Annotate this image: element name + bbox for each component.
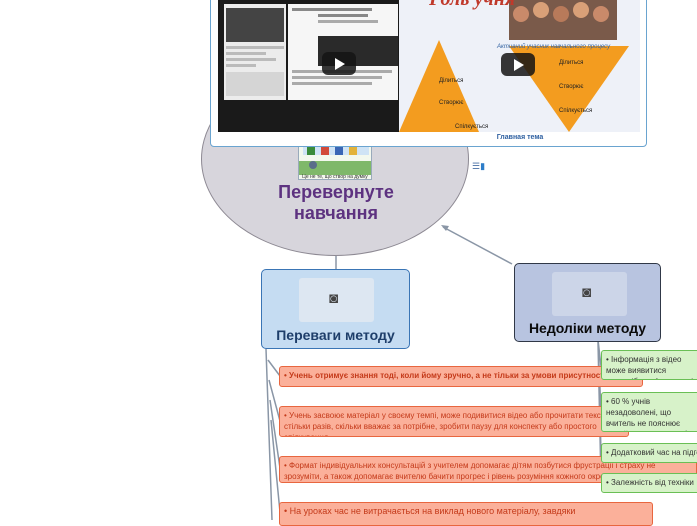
- pyramid-label-4: Створює: [559, 84, 584, 90]
- disadvantage-item-1[interactable]: • Інформація з відео може виявитися непо…: [601, 350, 697, 380]
- disadvantage-item-2[interactable]: • 60 % учнів незадоволені, що вчитель не…: [601, 392, 697, 432]
- camera-icon: ◙: [582, 284, 592, 301]
- thumbnail-caption: Це не те, що створ на думку: [302, 174, 368, 180]
- disadvantages-title: Недоліки методу: [528, 320, 647, 336]
- connector-advantages-leaves: [265, 348, 281, 520]
- disadvantages-topic-node[interactable]: ◙ Недоліки методу: [514, 263, 661, 342]
- central-topic-title: Перевернуте навчання: [278, 182, 394, 223]
- camera-icon: ◙: [329, 290, 339, 307]
- pyramid-label-5: Спілкується: [559, 108, 593, 114]
- video-caption: Главная тема: [496, 134, 544, 141]
- advantage-item-1[interactable]: • Учень отримує знання тоді, коли йому з…: [279, 366, 643, 387]
- connector-arrowhead: [441, 225, 449, 231]
- pyramid-label-6: Спілкується: [455, 124, 489, 130]
- pyramid-label-1: Ділиться: [439, 78, 464, 84]
- pyramid-label-3: Ділиться: [559, 60, 584, 66]
- advantages-image-placeholder[interactable]: ◙: [299, 278, 374, 322]
- advantages-topic-node[interactable]: ◙ Переваги методу: [261, 269, 410, 349]
- connector-center-disadvantages: [442, 226, 513, 265]
- advantages-title: Переваги методу: [276, 327, 395, 343]
- note-book-icons[interactable]: ☰▮: [472, 161, 485, 172]
- disadvantage-item-4[interactable]: • Залежність від техніки: [601, 473, 697, 493]
- book-icon[interactable]: ▮: [480, 161, 486, 171]
- play-button-2[interactable]: [501, 53, 535, 76]
- play-button-1[interactable]: [322, 52, 356, 75]
- video-2-title: Роль учня: [429, 0, 515, 11]
- notes-icon[interactable]: ☰: [472, 161, 481, 171]
- pyramid-label-2: Створює: [439, 100, 464, 106]
- video-player-2[interactable]: Роль учня Активний учасник навчального п…: [399, 0, 640, 132]
- disadvantages-image-placeholder[interactable]: ◙: [552, 272, 627, 316]
- video-player-1[interactable]: [218, 0, 401, 132]
- advantage-item-4[interactable]: • На уроках час не витрачається на викла…: [279, 502, 653, 526]
- advantage-item-2[interactable]: • Учень засвоює матеріал у своєму темпі,…: [279, 406, 629, 437]
- disadvantage-item-3[interactable]: • Додатковий час на підготовку: [601, 443, 697, 463]
- video-2-subtitle: Активний учасник навчального процесу: [497, 44, 611, 50]
- video-1-thumbnail: [218, 0, 401, 132]
